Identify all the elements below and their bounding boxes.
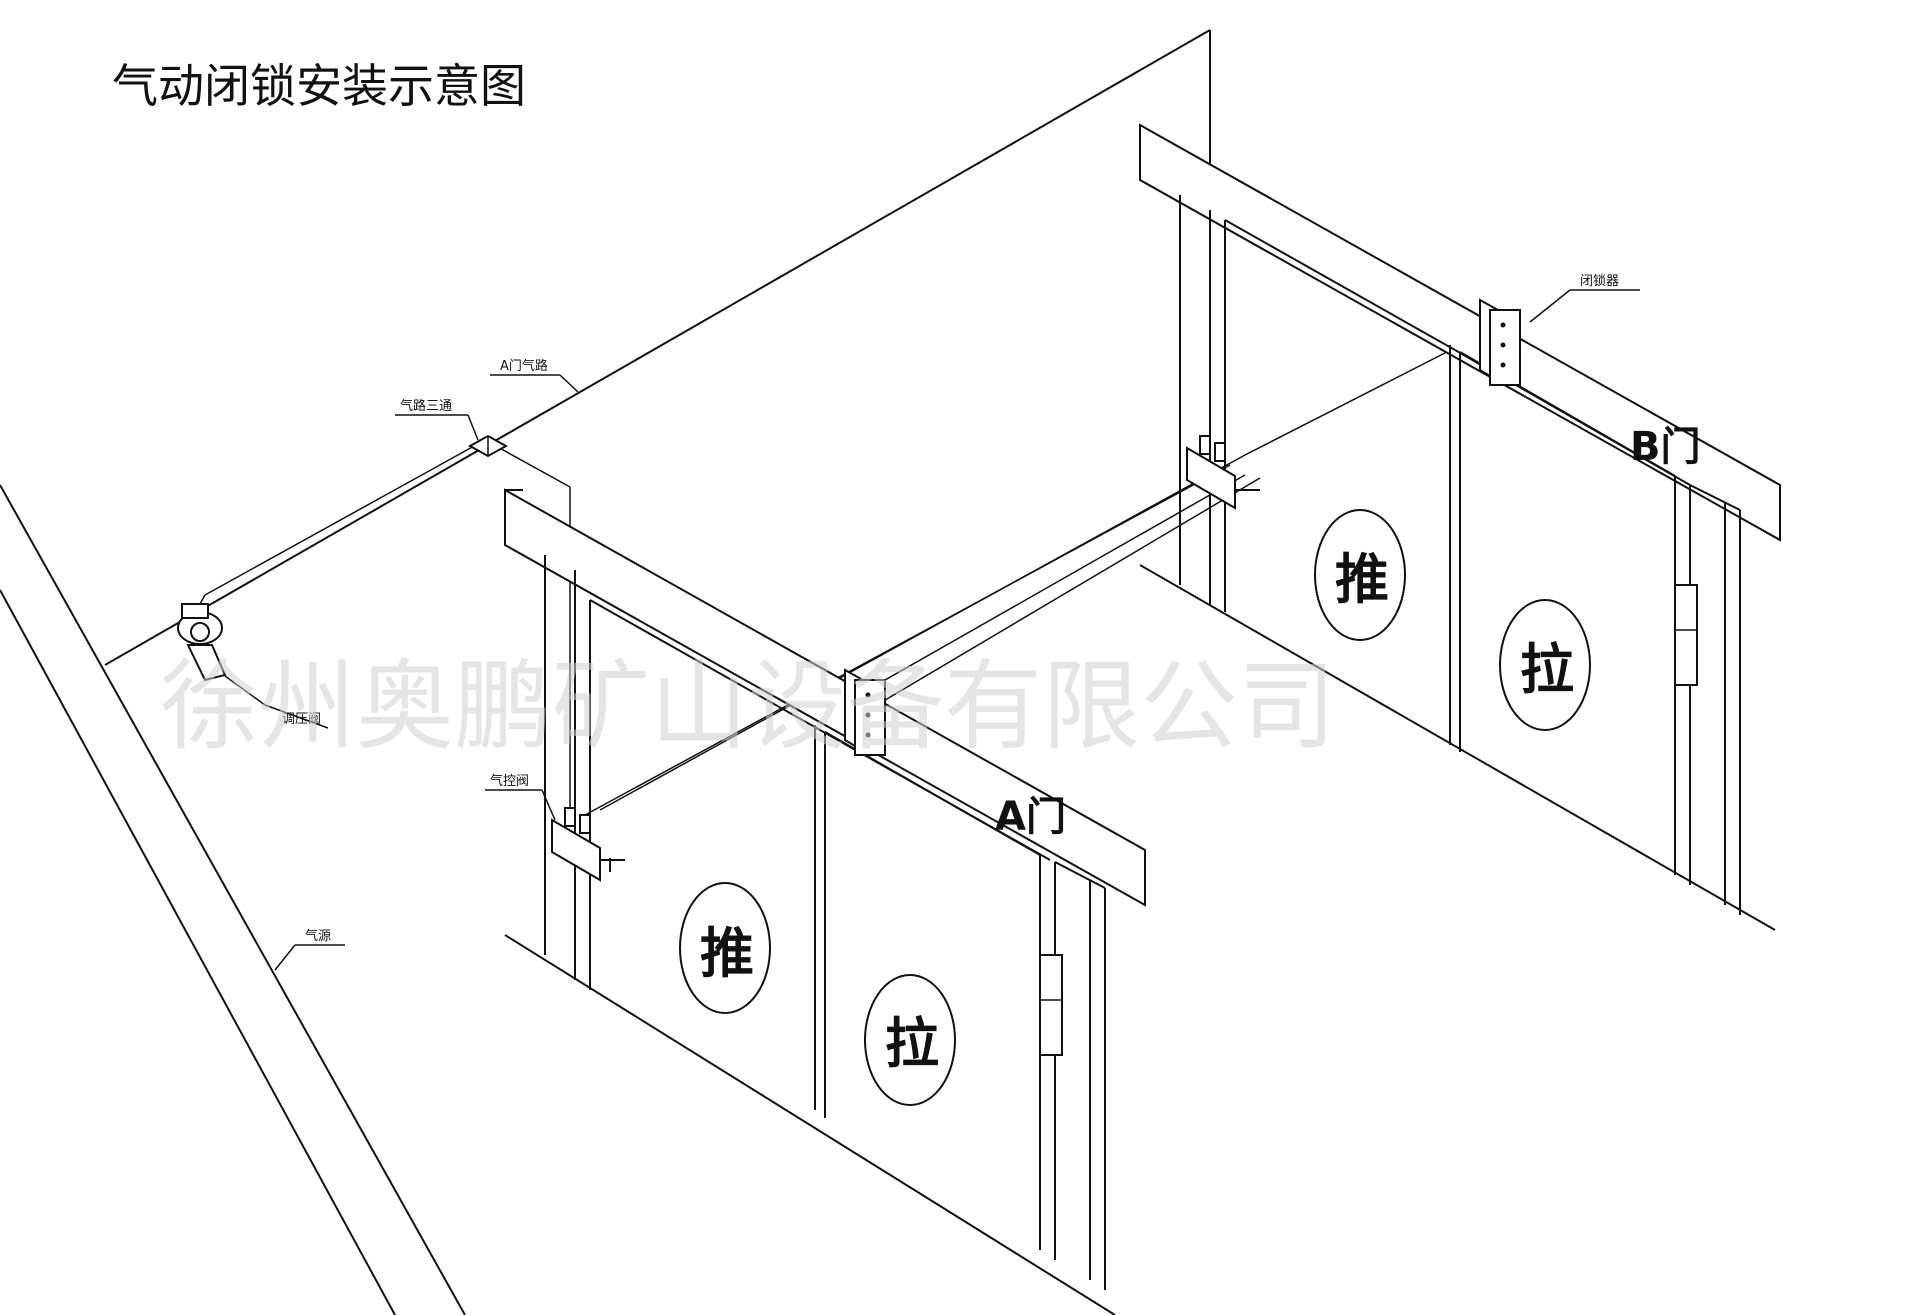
interlock-label: 闭锁器 bbox=[1580, 273, 1619, 289]
door-a-pull-sign: 拉 bbox=[885, 1012, 939, 1075]
leader-lines bbox=[224, 289, 1640, 971]
regulator-valve-icon bbox=[177, 594, 227, 682]
regulator-label: 调压阀 bbox=[282, 712, 321, 727]
air-tee-label: 气路三通 bbox=[400, 398, 452, 414]
door-a bbox=[504, 488, 1146, 1290]
a-air-line-label: A门气路 bbox=[500, 358, 548, 374]
door-b-pull-sign: 拉 bbox=[1520, 638, 1574, 701]
diagram-title: 气动闭锁安装示意图 bbox=[112, 59, 526, 113]
company-watermark: 徐州奥鹏矿山设备有限公司 bbox=[160, 650, 1336, 764]
door-b-push-sign: 推 bbox=[1335, 548, 1389, 611]
door-a-label: A门 bbox=[995, 794, 1066, 840]
air-tee-fitting bbox=[467, 434, 509, 458]
pull-valve-label: 气控阀 bbox=[490, 773, 529, 789]
door-b-label: B门 bbox=[1630, 424, 1701, 470]
door-b bbox=[1139, 123, 1781, 915]
door-a-push-sign: 推 bbox=[700, 922, 754, 985]
tunnel-structure bbox=[0, 29, 1776, 1315]
air-source-label: 气源 bbox=[305, 928, 331, 944]
